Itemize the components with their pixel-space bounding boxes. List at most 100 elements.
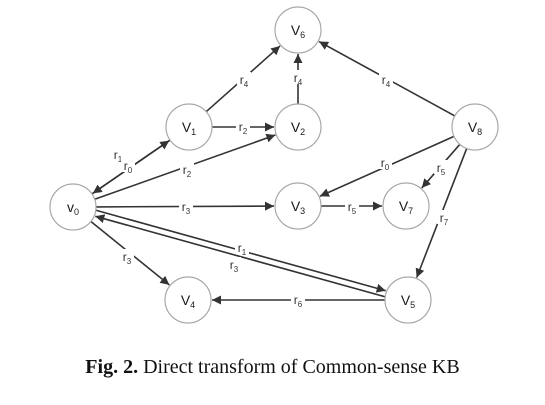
node-label-base: V (401, 292, 411, 308)
edge-label-v5-v4: r6 (291, 292, 305, 309)
edge-label-background (379, 72, 393, 86)
node-v0: v0 (49, 183, 97, 231)
edge-label-base: r (182, 200, 186, 214)
edge-label-base: r (294, 293, 298, 307)
edge-label-background (179, 199, 193, 213)
edge-label-base: r (114, 148, 118, 162)
node-label-subscript: 3 (300, 206, 305, 216)
edge-label-text: r3 (182, 200, 191, 216)
edge-label-subscript: 2 (243, 127, 248, 136)
edge-label-background (237, 72, 251, 86)
figure-caption: Fig. 2. Direct transform of Common-sense… (0, 356, 545, 379)
node-v6: V6 (274, 6, 322, 54)
edge-label-text: r0 (381, 156, 390, 172)
node-v4: V4 (164, 276, 212, 324)
edge-label-v2-v6: r4 (291, 70, 305, 87)
edge-label-v8-v3: r0 (378, 155, 392, 172)
edge-label-base: r (230, 258, 234, 272)
edge-label-subscript: 7 (444, 218, 449, 227)
node-label-subscript: 1 (191, 127, 196, 137)
edge-label-v8-v7: r5 (434, 160, 448, 177)
edge-label-subscript: 6 (298, 300, 303, 309)
node-label-base: V (181, 292, 191, 308)
edge-label-background (437, 210, 451, 224)
node-label: V8 (468, 119, 482, 137)
edge-label-background (236, 119, 250, 133)
edge-label-subscript: 5 (441, 168, 446, 177)
edge-label-base: r (381, 156, 385, 170)
edge-label-background (227, 257, 241, 271)
edge-label-background (345, 199, 359, 213)
node-circle (384, 276, 432, 324)
edge-label-subscript: 4 (244, 80, 249, 89)
edge-label-text: r7 (440, 211, 449, 227)
node-label: V3 (291, 198, 305, 216)
node-circle (451, 103, 499, 151)
edge-label-background (291, 292, 305, 306)
edge-label-text: r1 (114, 148, 123, 164)
edge-label-background (111, 147, 125, 161)
edge-label-subscript: 3 (186, 207, 191, 216)
node-v2: V2 (274, 103, 322, 151)
node-circle (165, 103, 213, 151)
edge-label-background (434, 160, 448, 174)
node-label: V4 (181, 292, 195, 310)
edge-label-base: r (382, 73, 386, 87)
node-label: V5 (401, 292, 415, 310)
edge-label-text: r5 (437, 161, 446, 177)
edge-label-v0-v5: r1 (235, 240, 249, 257)
edge-label-text: r4 (382, 73, 391, 89)
edge-label-subscript: 4 (386, 80, 391, 89)
node-label: V1 (182, 119, 196, 137)
node-label: v0 (67, 199, 79, 217)
node-label-subscript: 7 (408, 206, 413, 216)
edge-label-base: r (124, 159, 128, 173)
node-label: V2 (291, 119, 305, 137)
node-circle (382, 182, 430, 230)
node-v8: V8 (451, 103, 499, 151)
edge-label-subscript: 1 (242, 248, 247, 257)
edge-label-subscript: 0 (385, 163, 390, 172)
node-v7: V7 (382, 182, 430, 230)
edge-label-subscript: 4 (298, 78, 303, 87)
node-circle (274, 182, 322, 230)
edge-label-text: r1 (238, 241, 247, 257)
edge-label-base: r (123, 250, 127, 264)
node-label-subscript: 2 (300, 127, 305, 137)
node-label-base: v (67, 199, 74, 215)
edge-label-text: r2 (239, 120, 248, 136)
caption-number: Fig. 2. (85, 356, 139, 378)
edge-label-subscript: 1 (118, 155, 123, 164)
edge-label-base: r (437, 161, 441, 175)
edge-label-v1-v2: r2 (236, 119, 250, 136)
caption-text: Direct transform of Common-sense KB (143, 356, 460, 378)
edge-label-base: r (183, 163, 187, 177)
edge-label-background (180, 162, 194, 176)
edge-label-subscript: 2 (187, 170, 192, 179)
node-label-subscript: 6 (300, 30, 305, 40)
edge-label-v0-v2: r2 (180, 162, 194, 179)
edge-label-background (121, 158, 135, 172)
edge-label-background (291, 70, 305, 84)
node-circle (49, 183, 97, 231)
node-label-subscript: 4 (190, 300, 195, 310)
edge-label-base: r (238, 241, 242, 255)
node-label-base: V (182, 119, 192, 135)
edge-label-text: r3 (230, 258, 239, 274)
node-label: V7 (399, 198, 413, 216)
edge-label-base: r (440, 211, 444, 225)
node-label-base: V (291, 198, 301, 214)
edge-label-background (378, 155, 392, 169)
edge-label-v0-v4: r3 (120, 249, 134, 266)
edge-label-v5-v0: r3 (227, 257, 241, 274)
edge-label-text: r3 (123, 250, 132, 266)
node-label-subscript: 5 (410, 300, 415, 310)
edge-label-background (235, 240, 249, 254)
edge-label-subscript: 3 (127, 257, 132, 266)
edge-label-subscript: 3 (234, 265, 239, 274)
node-label-base: V (399, 198, 409, 214)
edge-label-v1-v6: r4 (237, 72, 251, 89)
edge-label-v8-v6: r4 (379, 72, 393, 89)
